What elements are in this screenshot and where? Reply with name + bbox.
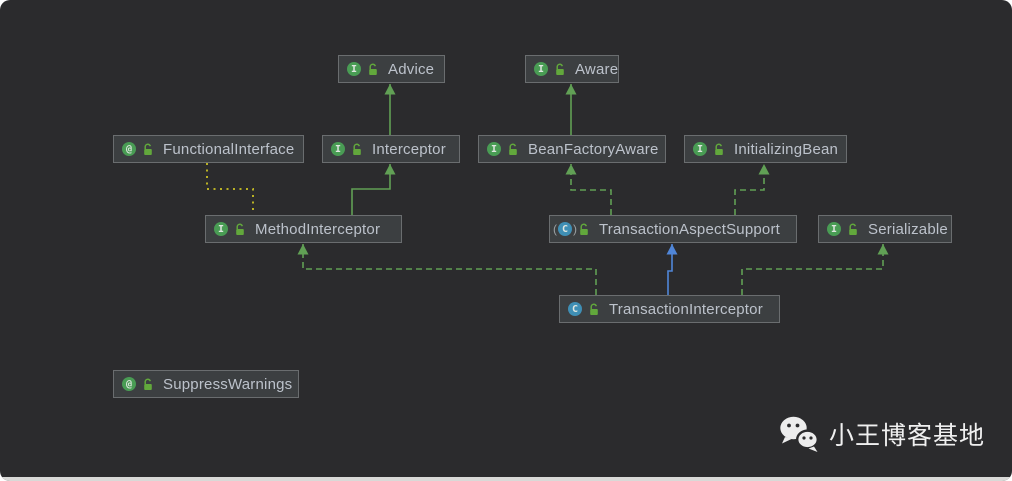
interface-icon-circle: I — [534, 62, 548, 76]
node-label: BeanFactoryAware — [528, 140, 659, 158]
node-transaction-aspect-support[interactable]: ()C TransactionAspectSupport — [549, 215, 797, 243]
node-suppress-warnings[interactable]: @ SuppressWarnings — [113, 370, 299, 398]
abstract-class-icon-circle: C — [558, 222, 572, 236]
watermark: 小王博客基地 — [778, 415, 985, 453]
interface-icon-circle: I — [347, 62, 361, 76]
bottom-edge-strip — [0, 477, 1012, 481]
edge-transaction-interceptor-to-serializable — [741, 244, 889, 295]
public-lock-icon — [144, 143, 152, 155]
public-lock-icon — [556, 63, 564, 75]
node-advice[interactable]: I Advice — [338, 55, 445, 83]
annotation-icon-circle: @ — [122, 377, 136, 391]
class-icon-circle: C — [568, 302, 582, 316]
node-label: TransactionInterceptor — [609, 300, 763, 318]
edge-transaction-interceptor-to-transaction-aspect-support — [666, 244, 678, 295]
node-label: InitializingBean — [734, 140, 839, 158]
annotation-icon-circle: @ — [122, 142, 136, 156]
node-transaction-interceptor[interactable]: C TransactionInterceptor — [559, 295, 780, 323]
node-label: FunctionalInterface — [163, 140, 295, 158]
public-lock-icon — [849, 223, 857, 235]
edge-transaction-aspect-support-to-initializing-bean — [734, 164, 770, 215]
interface-icon: I — [533, 61, 549, 77]
node-method-interceptor[interactable]: I MethodInterceptor — [205, 215, 402, 243]
public-lock-icon — [580, 223, 588, 235]
abstract-class-icon: ()C — [553, 221, 577, 237]
interface-icon: I — [213, 221, 229, 237]
edge-functional-interface-to-method-interceptor — [206, 163, 254, 214]
public-lock-icon — [353, 143, 361, 155]
edge-transaction-aspect-support-to-bean-factory-aware — [565, 164, 612, 215]
interface-icon-circle: I — [487, 142, 501, 156]
node-functional-interface[interactable]: @ FunctionalInterface — [113, 135, 304, 163]
annotation-icon: @ — [121, 141, 137, 157]
node-aware[interactable]: I Aware — [525, 55, 619, 83]
public-lock-icon — [144, 378, 152, 390]
public-lock-icon — [715, 143, 723, 155]
node-label: Serializable — [868, 220, 948, 238]
public-lock-icon — [236, 223, 244, 235]
interface-icon-circle: I — [827, 222, 841, 236]
class-icon: C — [567, 301, 583, 317]
interface-icon-circle: I — [331, 142, 345, 156]
interface-icon-circle: I — [214, 222, 228, 236]
edge-transaction-interceptor-to-method-interceptor — [297, 244, 597, 295]
node-initializing-bean[interactable]: I InitializingBean — [684, 135, 847, 163]
abstract-paren: ) — [573, 222, 577, 236]
edge-method-interceptor-to-interceptor — [351, 164, 396, 215]
interface-icon-circle: I — [693, 142, 707, 156]
node-label: MethodInterceptor — [255, 220, 381, 238]
public-lock-icon — [590, 303, 598, 315]
node-label: Aware — [575, 60, 619, 78]
annotation-icon: @ — [121, 376, 137, 392]
interface-icon: I — [486, 141, 502, 157]
wechat-icon — [780, 416, 820, 452]
node-label: Advice — [388, 60, 435, 78]
node-label: SuppressWarnings — [163, 375, 293, 393]
watermark-text: 小王博客基地 — [829, 421, 986, 450]
public-lock-icon — [369, 63, 377, 75]
interface-icon: I — [346, 61, 362, 77]
node-label: Interceptor — [372, 140, 446, 158]
node-label: TransactionAspectSupport — [599, 220, 781, 238]
public-lock-icon — [509, 143, 517, 155]
node-bean-factory-aware[interactable]: I BeanFactoryAware — [478, 135, 666, 163]
interface-icon: I — [330, 141, 346, 157]
node-interceptor[interactable]: I Interceptor — [322, 135, 460, 163]
node-serializable[interactable]: I Serializable — [818, 215, 952, 243]
interface-icon: I — [826, 221, 842, 237]
abstract-paren: ( — [553, 222, 557, 236]
interface-icon: I — [692, 141, 708, 157]
